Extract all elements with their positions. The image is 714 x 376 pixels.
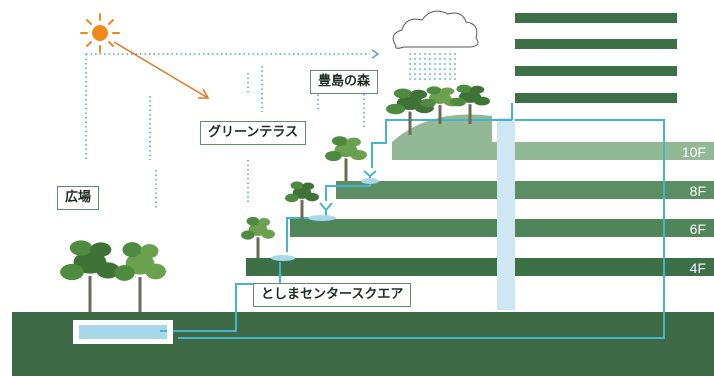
rain-drop bbox=[414, 68, 416, 70]
water-column bbox=[497, 118, 515, 310]
rain-drop bbox=[444, 78, 446, 80]
tree-icon bbox=[386, 88, 434, 135]
rain-drop bbox=[424, 68, 426, 70]
rain-drop bbox=[414, 58, 416, 60]
rain-icon bbox=[409, 53, 456, 80]
rain-drop bbox=[439, 73, 441, 75]
floor-label-4f: 4F bbox=[689, 260, 706, 276]
rain-drop bbox=[419, 58, 421, 60]
rain-drop bbox=[429, 73, 431, 75]
floor-band-4f bbox=[246, 258, 714, 276]
rain-drop bbox=[439, 78, 441, 80]
rain-drop bbox=[454, 63, 456, 65]
floor-band-10f bbox=[392, 142, 714, 160]
roof-band bbox=[515, 39, 677, 49]
roof-band bbox=[515, 93, 677, 103]
sun-icon bbox=[80, 13, 120, 53]
cloud-icon bbox=[392, 10, 479, 49]
water-pool-icons bbox=[271, 178, 379, 261]
arrow-icon bbox=[371, 49, 380, 59]
rain-drop bbox=[419, 63, 421, 65]
rain-drop bbox=[454, 78, 456, 80]
rain-drop bbox=[414, 53, 416, 55]
rain-drop bbox=[414, 78, 416, 80]
rain-drop bbox=[414, 63, 416, 65]
sun-ray bbox=[113, 41, 209, 99]
rain-drop bbox=[424, 63, 426, 65]
tree-icon bbox=[241, 216, 275, 258]
rain-drop bbox=[454, 68, 456, 70]
rain-drop bbox=[419, 78, 421, 80]
tree-icon bbox=[285, 181, 319, 219]
rain-drop bbox=[429, 53, 431, 55]
rain-drop bbox=[434, 73, 436, 75]
label-toshima-center-square: としまセンタースクエア bbox=[253, 283, 412, 307]
rain-drop bbox=[449, 73, 451, 75]
storage-tank bbox=[79, 325, 167, 339]
label-green-terrace: グリーンテラス bbox=[200, 121, 307, 145]
rain-drop bbox=[429, 58, 431, 60]
roof-band bbox=[515, 13, 677, 23]
rain-drop bbox=[424, 58, 426, 60]
rain-drop bbox=[409, 58, 411, 60]
rain-drop bbox=[424, 53, 426, 55]
rain-drop bbox=[444, 58, 446, 60]
rain-drop bbox=[439, 63, 441, 65]
rain-drop bbox=[419, 73, 421, 75]
floor-label-8f: 8F bbox=[689, 183, 706, 199]
rain-drop bbox=[409, 78, 411, 80]
rain-drop bbox=[454, 73, 456, 75]
label-plaza: 広場 bbox=[57, 186, 100, 210]
rain-drop bbox=[419, 68, 421, 70]
rain-drop bbox=[409, 63, 411, 65]
rain-drop bbox=[454, 58, 456, 60]
rain-drop bbox=[449, 68, 451, 70]
rain-drop bbox=[414, 73, 416, 75]
sun-ray-arrowhead bbox=[198, 88, 210, 99]
rain-drop bbox=[444, 53, 446, 55]
rain-drop bbox=[449, 63, 451, 65]
trees bbox=[60, 84, 490, 312]
rain-drop bbox=[444, 73, 446, 75]
label-toshima-forest: 豊島の森 bbox=[310, 70, 379, 94]
water-flow-lines bbox=[160, 103, 665, 339]
rain-drop bbox=[449, 78, 451, 80]
roof-band bbox=[515, 66, 677, 76]
rain-drop bbox=[434, 78, 436, 80]
tree-icon bbox=[60, 240, 120, 312]
rain-drop bbox=[424, 73, 426, 75]
rain-drop bbox=[434, 58, 436, 60]
rain-drop bbox=[429, 63, 431, 65]
rain-drop bbox=[454, 53, 456, 55]
rain-drop bbox=[434, 53, 436, 55]
rain-drop bbox=[434, 68, 436, 70]
rain-drop bbox=[444, 68, 446, 70]
rain-drop bbox=[424, 78, 426, 80]
tree-icon bbox=[450, 84, 490, 124]
rain-drop bbox=[439, 58, 441, 60]
floor-label-6f: 6F bbox=[689, 221, 706, 237]
floor-label-10f: 10F bbox=[681, 144, 706, 160]
forest-hill bbox=[392, 114, 492, 142]
tree-icon bbox=[114, 242, 166, 312]
rain-drop bbox=[419, 53, 421, 55]
rain-drop bbox=[429, 78, 431, 80]
rain-drop bbox=[449, 58, 451, 60]
rain-drop bbox=[449, 53, 451, 55]
rain-drop bbox=[439, 68, 441, 70]
rain-drop bbox=[434, 63, 436, 65]
rain-drop bbox=[409, 73, 411, 75]
rain-drop bbox=[409, 68, 411, 70]
floor-band-8f bbox=[336, 181, 714, 199]
rain-drop bbox=[439, 53, 441, 55]
rain-drop bbox=[444, 63, 446, 65]
rain-drop bbox=[409, 53, 411, 55]
tree-icon bbox=[325, 136, 367, 181]
rain-drop bbox=[429, 68, 431, 70]
